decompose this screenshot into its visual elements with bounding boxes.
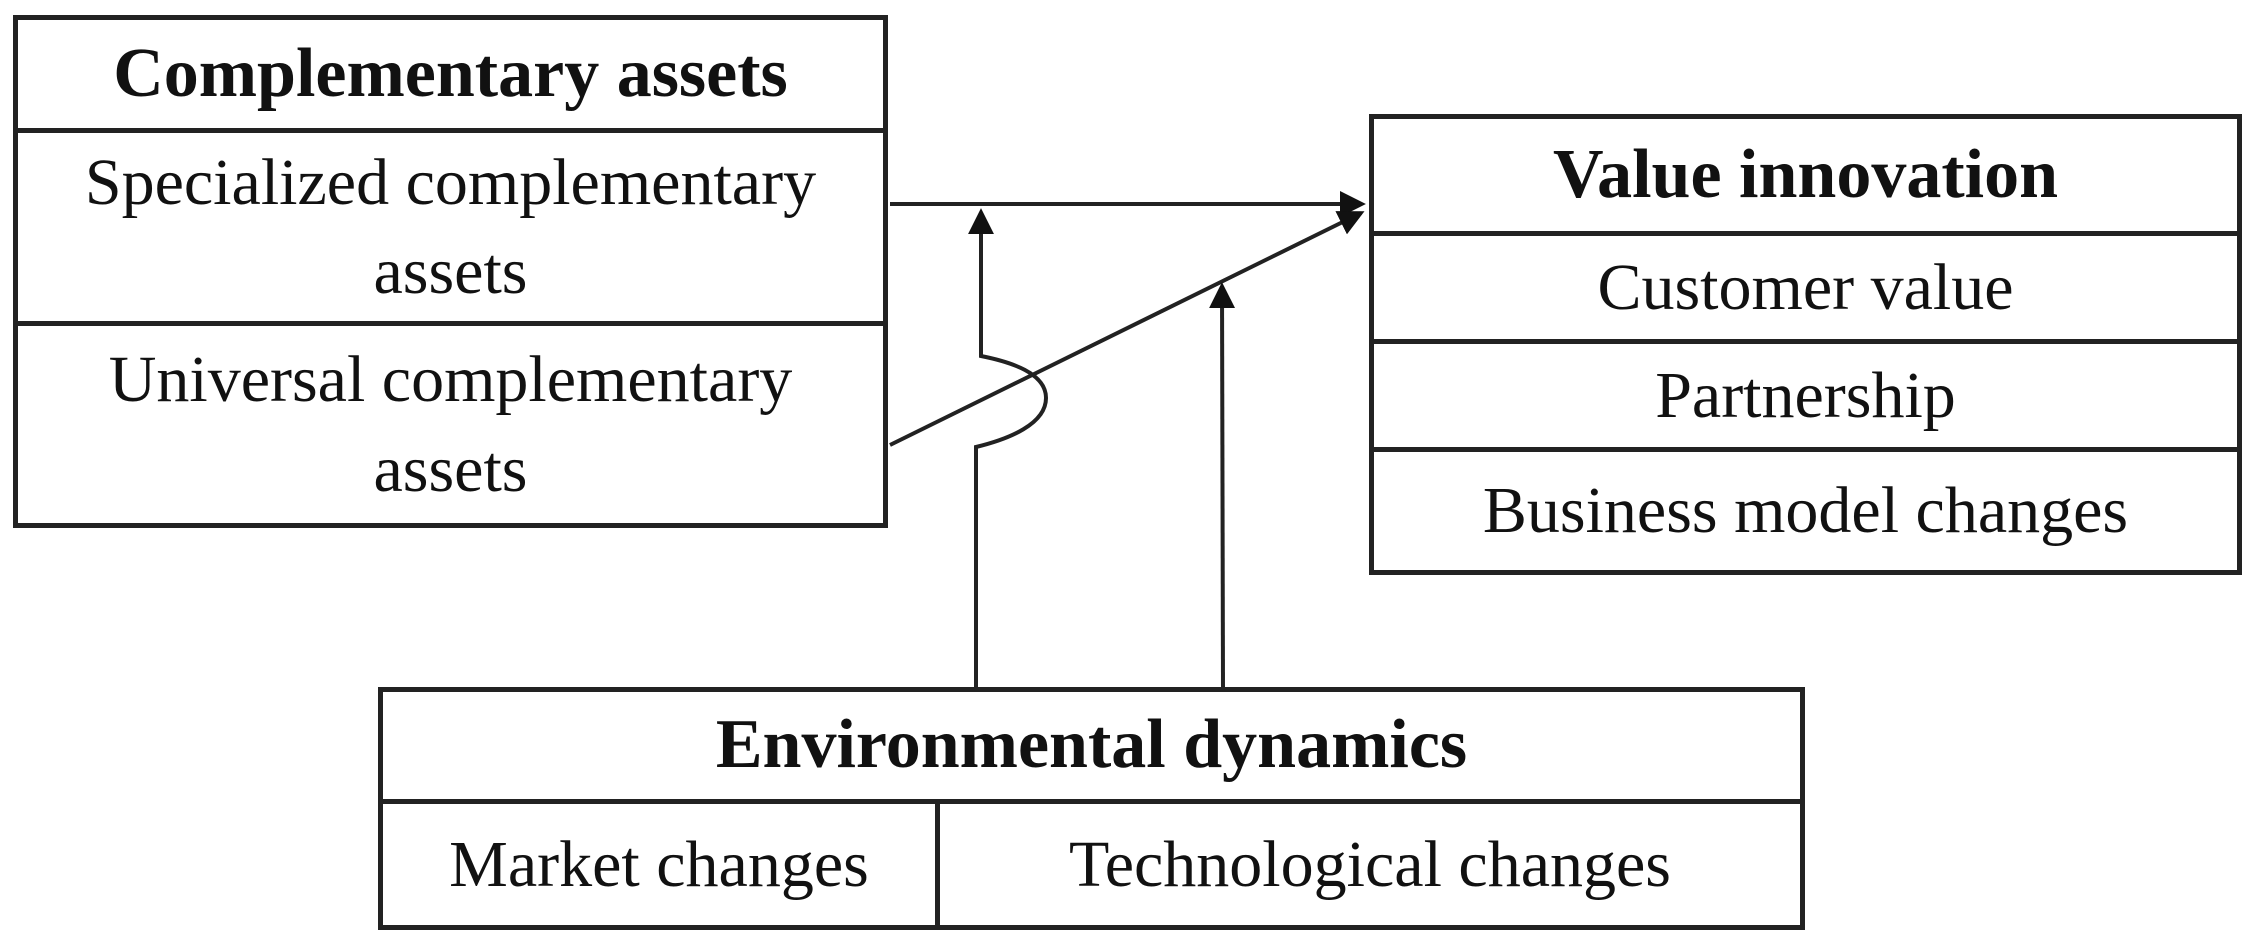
technological-changes-cell: Technological changes	[1069, 827, 1671, 901]
partnership-cell: Partnership	[1374, 344, 2237, 452]
value-innovation-box: Value innovation Customer value Partners…	[1369, 114, 2242, 575]
environmental-dynamics-title: Environmental dynamics	[383, 692, 1800, 804]
moderator-arrow-on-specialized-link	[968, 208, 1049, 690]
universal-complementary-assets-cell: Universal complementary assets	[108, 343, 793, 506]
environmental-dynamics-box: Environmental dynamics Market changes Te…	[378, 687, 1805, 930]
value-innovation-title: Value innovation	[1374, 119, 2237, 236]
specialized-complementary-assets-cell: Specialized complementary assets	[18, 133, 883, 326]
market-changes-cell: Market changes	[383, 804, 940, 925]
arrow-universal-to-value-innovation	[889, 211, 1365, 447]
customer-value-cell: Customer value	[1374, 236, 2237, 344]
environmental-dynamics-cells: Market changes Technological changes	[383, 804, 1800, 925]
business-model-changes-cell: Business model changes	[1482, 474, 2129, 548]
complementary-assets-box: Complementary assets Specialized complem…	[13, 15, 888, 528]
moderator-arrow-on-universal-link	[1209, 282, 1236, 691]
complementary-assets-title: Complementary assets	[18, 20, 883, 133]
